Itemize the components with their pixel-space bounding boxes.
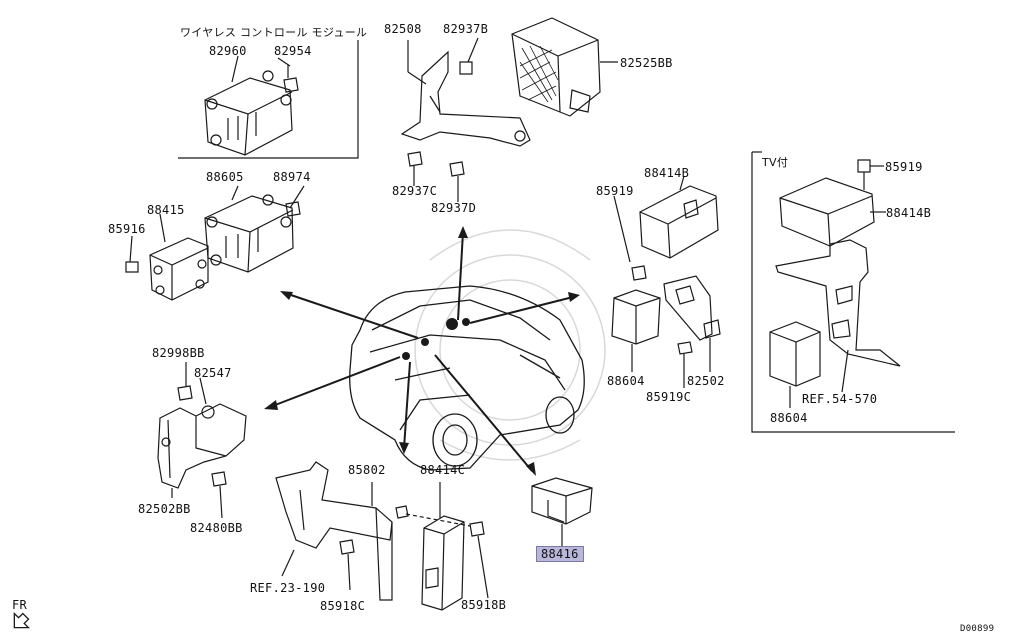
part-label[interactable]: 82502BB <box>138 502 191 516</box>
fr-label: FR <box>12 598 28 612</box>
box-88604 <box>611 289 661 372</box>
part-label[interactable]: 88414B <box>886 206 932 220</box>
frame-wireless-module <box>178 40 359 159</box>
ref-label[interactable]: REF.23-190 <box>250 581 326 595</box>
part-label[interactable]: 82547 <box>194 366 232 380</box>
part-label[interactable]: 85919 <box>885 160 923 174</box>
pointer-arrows <box>269 231 574 472</box>
part-label[interactable]: 88415 <box>147 203 185 217</box>
part-label[interactable]: 85918B <box>461 598 507 612</box>
part-label[interactable]: 88974 <box>273 170 311 184</box>
part-label[interactable]: 82998BB <box>152 346 205 360</box>
part-label[interactable]: 82937D <box>431 201 477 215</box>
part-label[interactable]: 88414B <box>644 166 690 180</box>
part-label[interactable]: 82937B <box>443 22 489 36</box>
ref-label[interactable]: REF.54-570 <box>802 392 878 406</box>
part-label[interactable]: 88604 <box>607 374 645 388</box>
module-88414B <box>613 175 719 281</box>
diagram-code: D00899 <box>960 624 995 634</box>
part-label[interactable]: 82480BB <box>190 521 243 535</box>
part-label[interactable]: 85802 <box>348 463 386 477</box>
part-label[interactable]: 85918C <box>320 599 366 613</box>
part-label[interactable]: 82960 <box>209 44 247 58</box>
tv-module-88414B <box>779 159 886 247</box>
part-label[interactable]: 88414C <box>420 463 466 477</box>
part-label[interactable]: 82937C <box>392 184 438 198</box>
part-label[interactable]: 82502 <box>687 374 725 388</box>
module-82960 <box>204 55 299 156</box>
tv-bracket <box>775 239 901 393</box>
part-label[interactable]: 88605 <box>206 170 244 184</box>
box-88416 <box>531 477 593 546</box>
bracket-82508 <box>400 37 531 202</box>
part-label-highlighted[interactable]: 88416 <box>536 546 584 562</box>
latch-82547 <box>157 362 247 519</box>
part-label[interactable]: 88604 <box>770 411 808 425</box>
part-label[interactable]: 82508 <box>384 22 422 36</box>
module-88415 <box>125 213 209 301</box>
part-label[interactable]: 82525BB <box>620 56 673 70</box>
header-wireless-module: ワイヤレス コントロール モジュール <box>180 26 368 39</box>
tv-box-88604 <box>769 321 821 408</box>
module-88414C <box>405 482 489 611</box>
part-label[interactable]: 85916 <box>108 222 146 236</box>
part-label[interactable]: 82954 <box>274 44 312 58</box>
module-82525BB <box>511 17 618 117</box>
vehicle-outline <box>349 285 585 471</box>
bracket-82502 <box>663 275 721 388</box>
module-88605 <box>204 185 301 273</box>
bracket-85802 <box>275 461 409 601</box>
part-label[interactable]: 85919 <box>596 184 634 198</box>
fr-arrow-icon <box>13 611 31 629</box>
tv-label: TV付 <box>762 156 789 169</box>
part-label[interactable]: 85919C <box>646 390 692 404</box>
frame-tv <box>751 152 955 433</box>
